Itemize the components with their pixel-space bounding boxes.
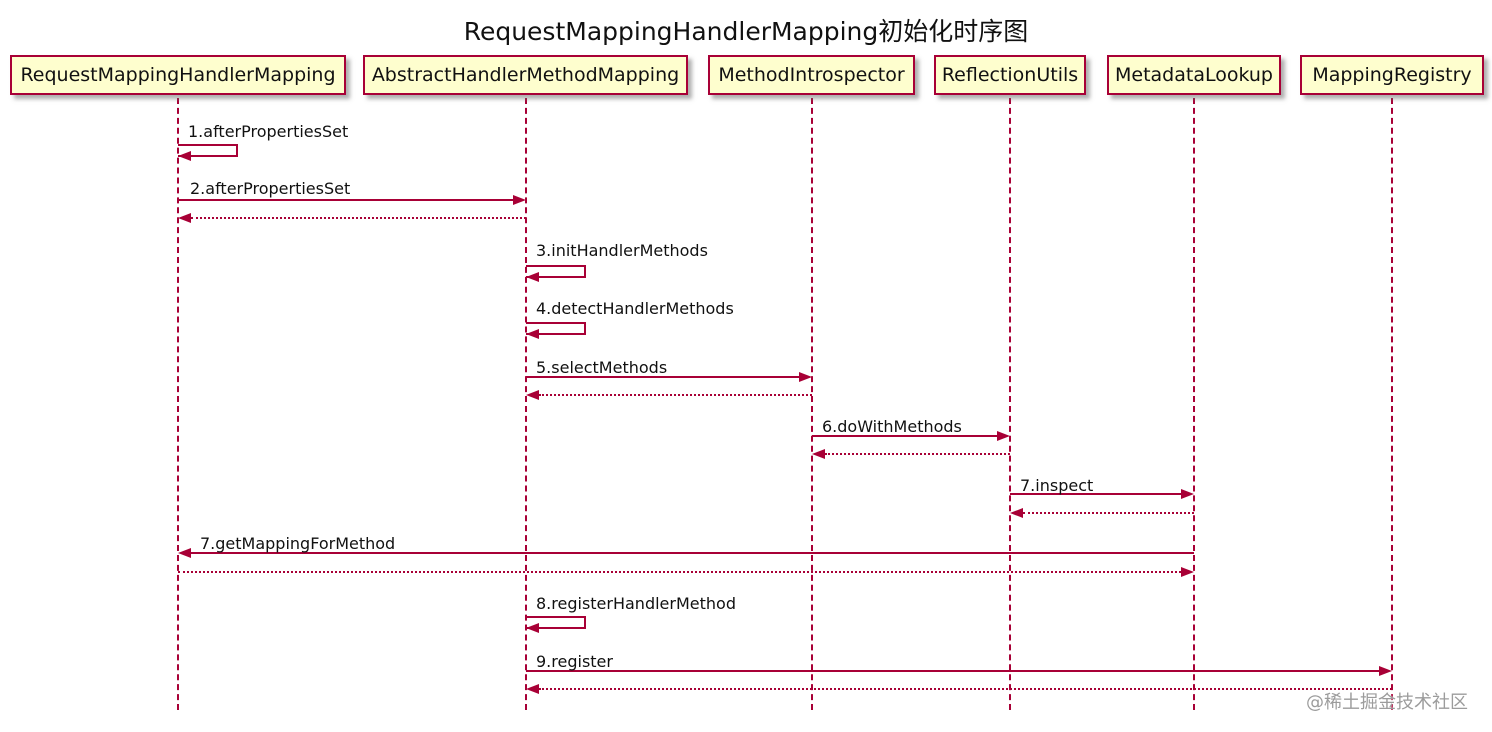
message-5-arrow <box>526 376 799 378</box>
message-7-arrow <box>1010 493 1181 495</box>
arrow-right-icon <box>1181 489 1194 499</box>
lifeline-method-introspector <box>811 98 813 710</box>
message-9-label: 9.register <box>536 652 613 671</box>
participant-method-introspector: MethodIntrospector <box>708 55 915 95</box>
message-1-label: 1.afterPropertiesSet <box>188 122 349 141</box>
diagram-title: RequestMappingHandlerMapping初始化时序图 <box>463 17 1029 46</box>
lifeline-request-mapping-handler-mapping <box>177 98 179 710</box>
participant-label: MappingRegistry <box>1312 64 1472 86</box>
participant-label: RequestMappingHandlerMapping <box>20 64 336 86</box>
message-2-arrow <box>178 199 514 201</box>
message-9-arrow <box>526 670 1379 672</box>
message-6-label: 6.doWithMethods <box>822 417 962 436</box>
message-8-label: 8.registerHandlerMethod <box>536 594 736 613</box>
arrow-left-icon <box>526 684 539 694</box>
participant-metadata-lookup: MetadataLookup <box>1107 55 1281 95</box>
participant-abstract-handler-method-mapping: AbstractHandlerMethodMapping <box>363 55 688 95</box>
arrow-left-icon <box>178 151 191 161</box>
watermark: @稀土掘金技术社区 <box>1306 692 1468 713</box>
participant-mapping-registry: MappingRegistry <box>1300 55 1484 95</box>
arrow-left-icon <box>178 213 191 223</box>
message-2-label: 2.afterPropertiesSet <box>190 179 351 198</box>
arrow-left-icon <box>526 623 539 633</box>
message-4-label: 4.detectHandlerMethods <box>536 299 734 318</box>
message-2-return-arrow <box>191 217 526 219</box>
message-4-self-arrow <box>526 322 586 335</box>
message-7-return-arrow <box>1023 512 1194 514</box>
message-5-return-arrow <box>539 394 812 396</box>
message-9-return-arrow <box>539 688 1392 690</box>
arrow-left-icon <box>1010 508 1023 518</box>
arrow-left-icon <box>178 548 191 558</box>
participant-label: MethodIntrospector <box>718 64 905 86</box>
message-3-self-arrow <box>526 265 586 278</box>
message-8-self-arrow <box>526 616 586 629</box>
lifeline-metadata-lookup <box>1193 98 1195 710</box>
participant-reflection-utils: ReflectionUtils <box>934 55 1086 95</box>
message-7-label: 7.inspect <box>1020 476 1094 495</box>
arrow-right-icon <box>997 431 1010 441</box>
arrow-right-icon <box>799 372 812 382</box>
lifeline-mapping-registry <box>1391 98 1393 710</box>
arrow-left-icon <box>526 390 539 400</box>
participant-request-mapping-handler-mapping: RequestMappingHandlerMapping <box>10 55 346 95</box>
arrow-left-icon <box>526 272 539 282</box>
message-3-label: 3.initHandlerMethods <box>536 241 708 260</box>
participant-label: AbstractHandlerMethodMapping <box>371 64 680 86</box>
arrow-right-icon <box>513 195 526 205</box>
arrow-left-icon <box>812 449 825 459</box>
lifeline-abstract-handler-method-mapping <box>525 98 527 710</box>
message-7b-label: 7.getMappingForMethod <box>200 534 396 553</box>
arrow-right-icon <box>1181 567 1194 577</box>
arrow-right-icon <box>1379 666 1392 676</box>
arrow-left-icon <box>526 329 539 339</box>
participant-label: ReflectionUtils <box>941 64 1079 86</box>
lifeline-reflection-utils <box>1009 98 1011 710</box>
participant-label: MetadataLookup <box>1115 64 1273 86</box>
message-7b-return-arrow <box>178 571 1181 573</box>
message-6-return-arrow <box>825 453 1010 455</box>
message-5-label: 5.selectMethods <box>536 358 668 377</box>
message-6-arrow <box>812 435 997 437</box>
message-1-self-arrow <box>178 144 238 157</box>
message-7b-arrow <box>191 552 1194 554</box>
